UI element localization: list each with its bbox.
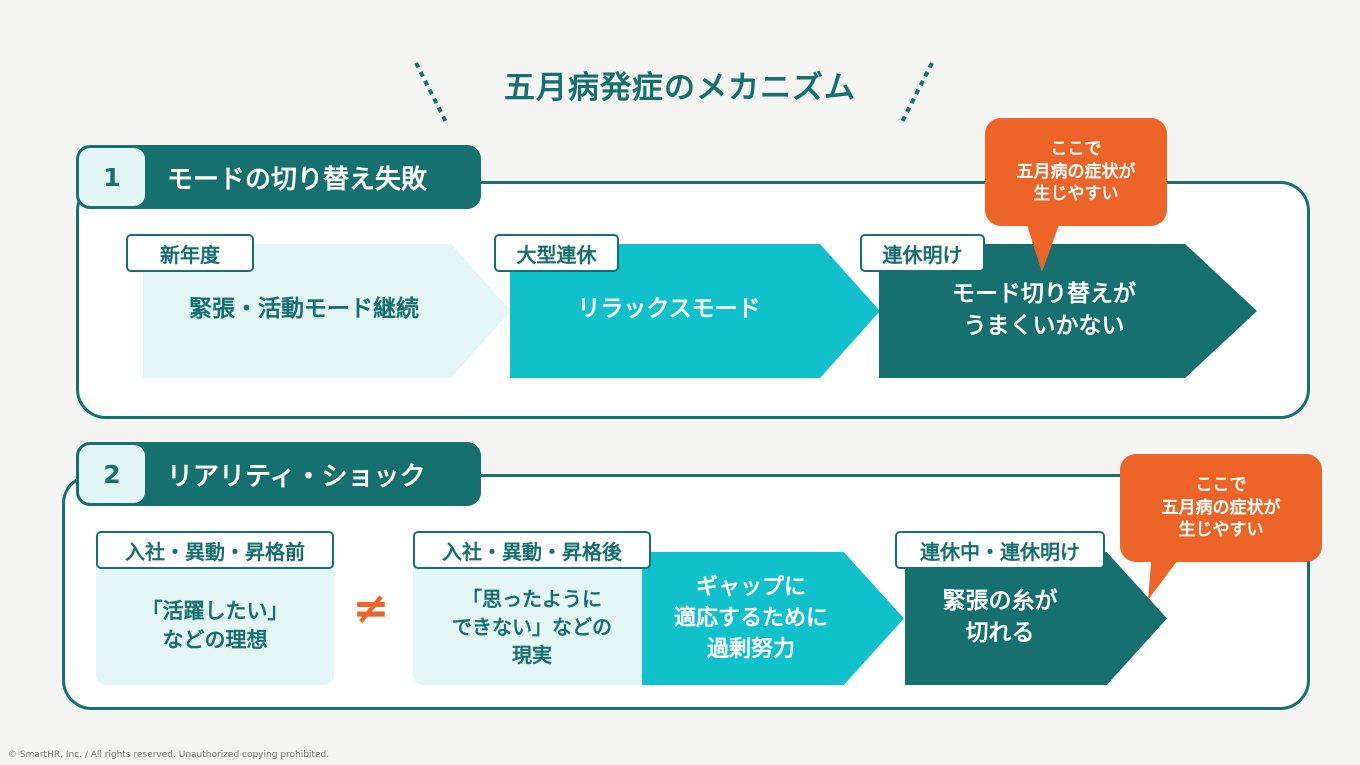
section2-before-line2: などの理想: [162, 627, 268, 652]
section1-step3-arrow: モード切り替えが うまくいかない: [879, 244, 1257, 378]
section1-callout: ここで 五月病の症状が 生じやすい: [985, 118, 1167, 226]
section2-callout: ここで 五月病の症状が 生じやすい: [1120, 454, 1322, 562]
section1-number: 1: [79, 148, 145, 206]
section1-step3-line1: モード切り替えが: [952, 281, 1136, 308]
section2-effort-line3: 過剰努力: [706, 637, 795, 663]
section1-step3-tag: 連休明け: [860, 234, 985, 272]
section2-result-tag: 連休中・連休明け: [895, 531, 1105, 569]
section2-effort-line2: 適応するために: [673, 605, 828, 631]
section2-after-tag: 入社・異動・昇格後: [413, 531, 651, 569]
section2-number: 2: [79, 445, 145, 503]
section2-effort-line1: ギャップに: [695, 574, 806, 600]
section1-title: モードの切り替え失敗: [167, 164, 428, 195]
section1-callout-line3: 生じやすい: [1033, 184, 1119, 205]
section2-before-line1: 「活躍したい」: [141, 598, 289, 623]
section2-callout-pointer: [1148, 552, 1184, 600]
section2-callout-line3: 生じやすい: [1178, 520, 1264, 541]
page-title: 五月病発症のメカニズム: [504, 70, 856, 106]
section1-header: 1 モードの切り替え失敗: [76, 145, 481, 209]
section2-result-line1: 緊張の糸が: [942, 587, 1058, 614]
section1-step2-tag: 大型連休: [494, 234, 619, 272]
section2-after-box: 「思ったように できない」などの 現実: [413, 558, 651, 685]
section1-callout-line2: 五月病の症状が: [1016, 161, 1136, 182]
section2-effort-arrow: ギャップに 適応するために 過剰努力: [642, 552, 904, 685]
section2-before-tag: 入社・異動・昇格前: [96, 531, 334, 569]
title-dash-left: [414, 62, 448, 123]
section2-after-line1: 「思ったように: [462, 586, 602, 611]
section1-step1-tag: 新年度: [126, 234, 254, 272]
section2-result-line2: 切れる: [965, 619, 1035, 646]
section2-before-box: 「活躍したい」 などの理想: [96, 558, 334, 685]
section1-step1-text: 緊張・活動モード継続: [189, 296, 419, 323]
section2-header: 2 リアリティ・ショック: [76, 442, 481, 506]
not-equal-sign: ≠: [352, 582, 390, 634]
section2-after-line3: 現実: [512, 642, 552, 667]
section2-result-arrow: 緊張の糸が 切れる: [905, 552, 1167, 685]
section1-callout-line1: ここで: [1050, 138, 1102, 159]
section1-step2-text: リラックスモード: [577, 296, 761, 323]
section1-callout-pointer: [1026, 222, 1060, 272]
section2-callout-line1: ここで: [1195, 474, 1247, 495]
section2-callout-line2: 五月病の症状が: [1161, 497, 1281, 518]
copyright-footer: © SmartHR, Inc. / All rights reserved. U…: [8, 750, 330, 760]
section2-after-line2: できない」などの: [452, 614, 612, 639]
section2-title: リアリティ・ショック: [167, 461, 426, 492]
title-dash-right: [900, 62, 934, 123]
section1-step3-line2: うまくいかない: [963, 313, 1125, 339]
